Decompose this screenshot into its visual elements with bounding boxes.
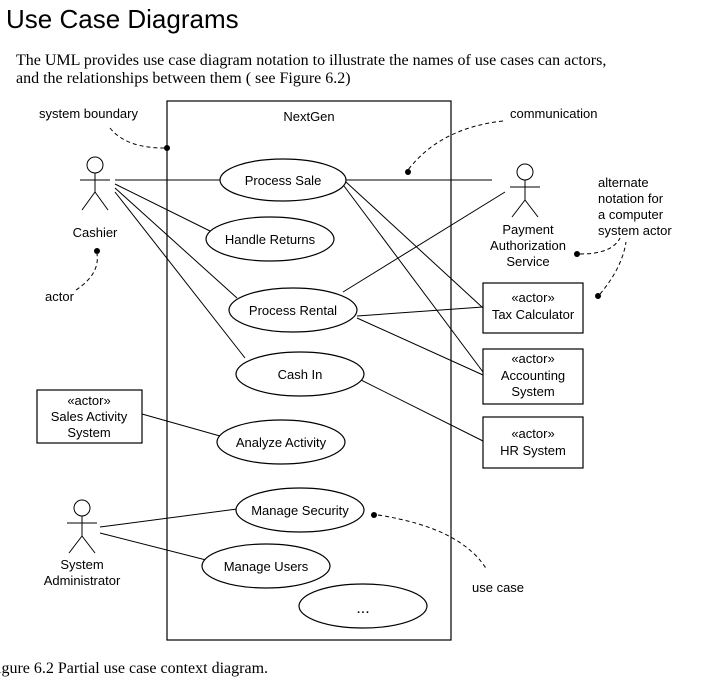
actor-payment-service-figure [510,163,540,218]
use-case-manage-users: Manage Users [201,543,331,589]
actor-payment-label-3: Service [506,254,549,269]
sales-activity-label-2: System [67,425,110,440]
figure-caption: igure 6.2 Partial use case context diagr… [0,660,269,677]
actor-sysadmin-figure [67,499,97,554]
assoc-process-sale-accounting [343,185,484,373]
assoc-process-rental-tax [356,306,484,317]
system-name: NextGen [283,109,334,124]
annotation-pointers [75,120,627,571]
assoc-process-rental-payment [342,191,506,293]
annotation-system-boundary: system boundary [39,106,138,121]
actor-payment-label-1: Payment [502,222,554,237]
annotation-communication: communication [510,106,597,121]
association-lines [99,179,506,562]
use-case-more-label: ... [356,600,369,617]
assoc-admin-manage-users [99,532,211,562]
tax-calculator-label: Tax Calculator [492,307,575,322]
use-case-process-sale: Process Sale [219,158,347,202]
tax-calculator-stereotype: «actor» [511,290,554,305]
use-case-manage-security: Manage Security [235,487,365,533]
actor-sysadmin-label-1: System [60,557,103,572]
system-actor-tax-calculator: «actor» Tax Calculator [482,282,584,334]
pointer-alternate-notation-payment [579,237,621,255]
actor-sysadmin-label-2: Administrator [44,573,121,588]
assoc-sales-analyze [141,413,221,437]
annotation-alternate-3: a computer [598,207,664,222]
page-title: Use Case Diagrams [6,4,239,34]
use-case-more: ... [298,583,428,629]
pointer-actor [75,253,98,291]
annotation-actor: actor [45,289,75,304]
annotation-alternate-2: notation for [598,191,664,206]
hr-stereotype: «actor» [511,426,554,441]
use-case-manage-security-label: Manage Security [251,503,349,518]
pointer-dot-communication [405,169,411,175]
use-case-cash-in-label: Cash In [278,367,323,382]
use-case-handle-returns-label: Handle Returns [225,232,316,247]
pointer-communication [407,120,504,171]
sales-activity-stereotype: «actor» [67,393,110,408]
system-actor-sales-activity: «actor» Sales Activity System [36,389,143,444]
annotation-use-case: use case [472,580,524,595]
pointer-alternate-notation-tax [599,241,627,295]
actor-payment-label-2: Authorization [490,238,566,253]
use-case-process-rental: Process Rental [228,287,358,333]
pointer-use-case [377,514,488,571]
pointer-system-boundary [109,127,165,149]
use-case-manage-users-label: Manage Users [224,559,309,574]
assoc-cash-in-hr [356,377,484,442]
system-actor-hr: «actor» HR System [482,416,584,469]
sales-activity-label-1: Sales Activity [51,409,128,424]
pointer-dot-system-boundary [164,145,170,151]
use-case-analyze-activity: Analyze Activity [216,419,346,465]
use-case-handle-returns: Handle Returns [205,216,335,262]
system-boundary-box [166,100,452,641]
pointer-dot-actor [94,248,100,254]
assoc-admin-manage-security [99,508,238,528]
use-case-process-rental-label: Process Rental [249,303,337,318]
accounting-label-1: Accounting [501,368,565,383]
annotation-alternate-4: system actor [598,223,672,238]
system-actor-accounting: «actor» Accounting System [482,348,584,405]
use-case-analyze-activity-label: Analyze Activity [236,435,327,450]
annotation-alternate-1: alternate [598,175,649,190]
use-case-cash-in: Cash In [235,351,365,397]
pointer-dot-payment [574,251,580,257]
accounting-stereotype: «actor» [511,351,554,366]
assoc-cashier-cash-in [114,191,246,359]
assoc-process-rental-accounting [356,317,484,376]
actor-cashier-label: Cashier [73,225,118,240]
hr-label: HR System [500,443,566,458]
pointer-dot-tax [595,293,601,299]
intro-paragraph: The UML provides use case diagram notati… [16,52,607,87]
assoc-process-sale-tax [345,181,484,309]
assoc-cashier-handle-returns [114,183,213,233]
assoc-cashier-process-rental [114,187,238,299]
use-case-process-sale-label: Process Sale [245,173,322,188]
pointer-dot-use-case [371,512,377,518]
accounting-label-2: System [511,384,554,399]
actor-cashier-figure [80,156,110,211]
